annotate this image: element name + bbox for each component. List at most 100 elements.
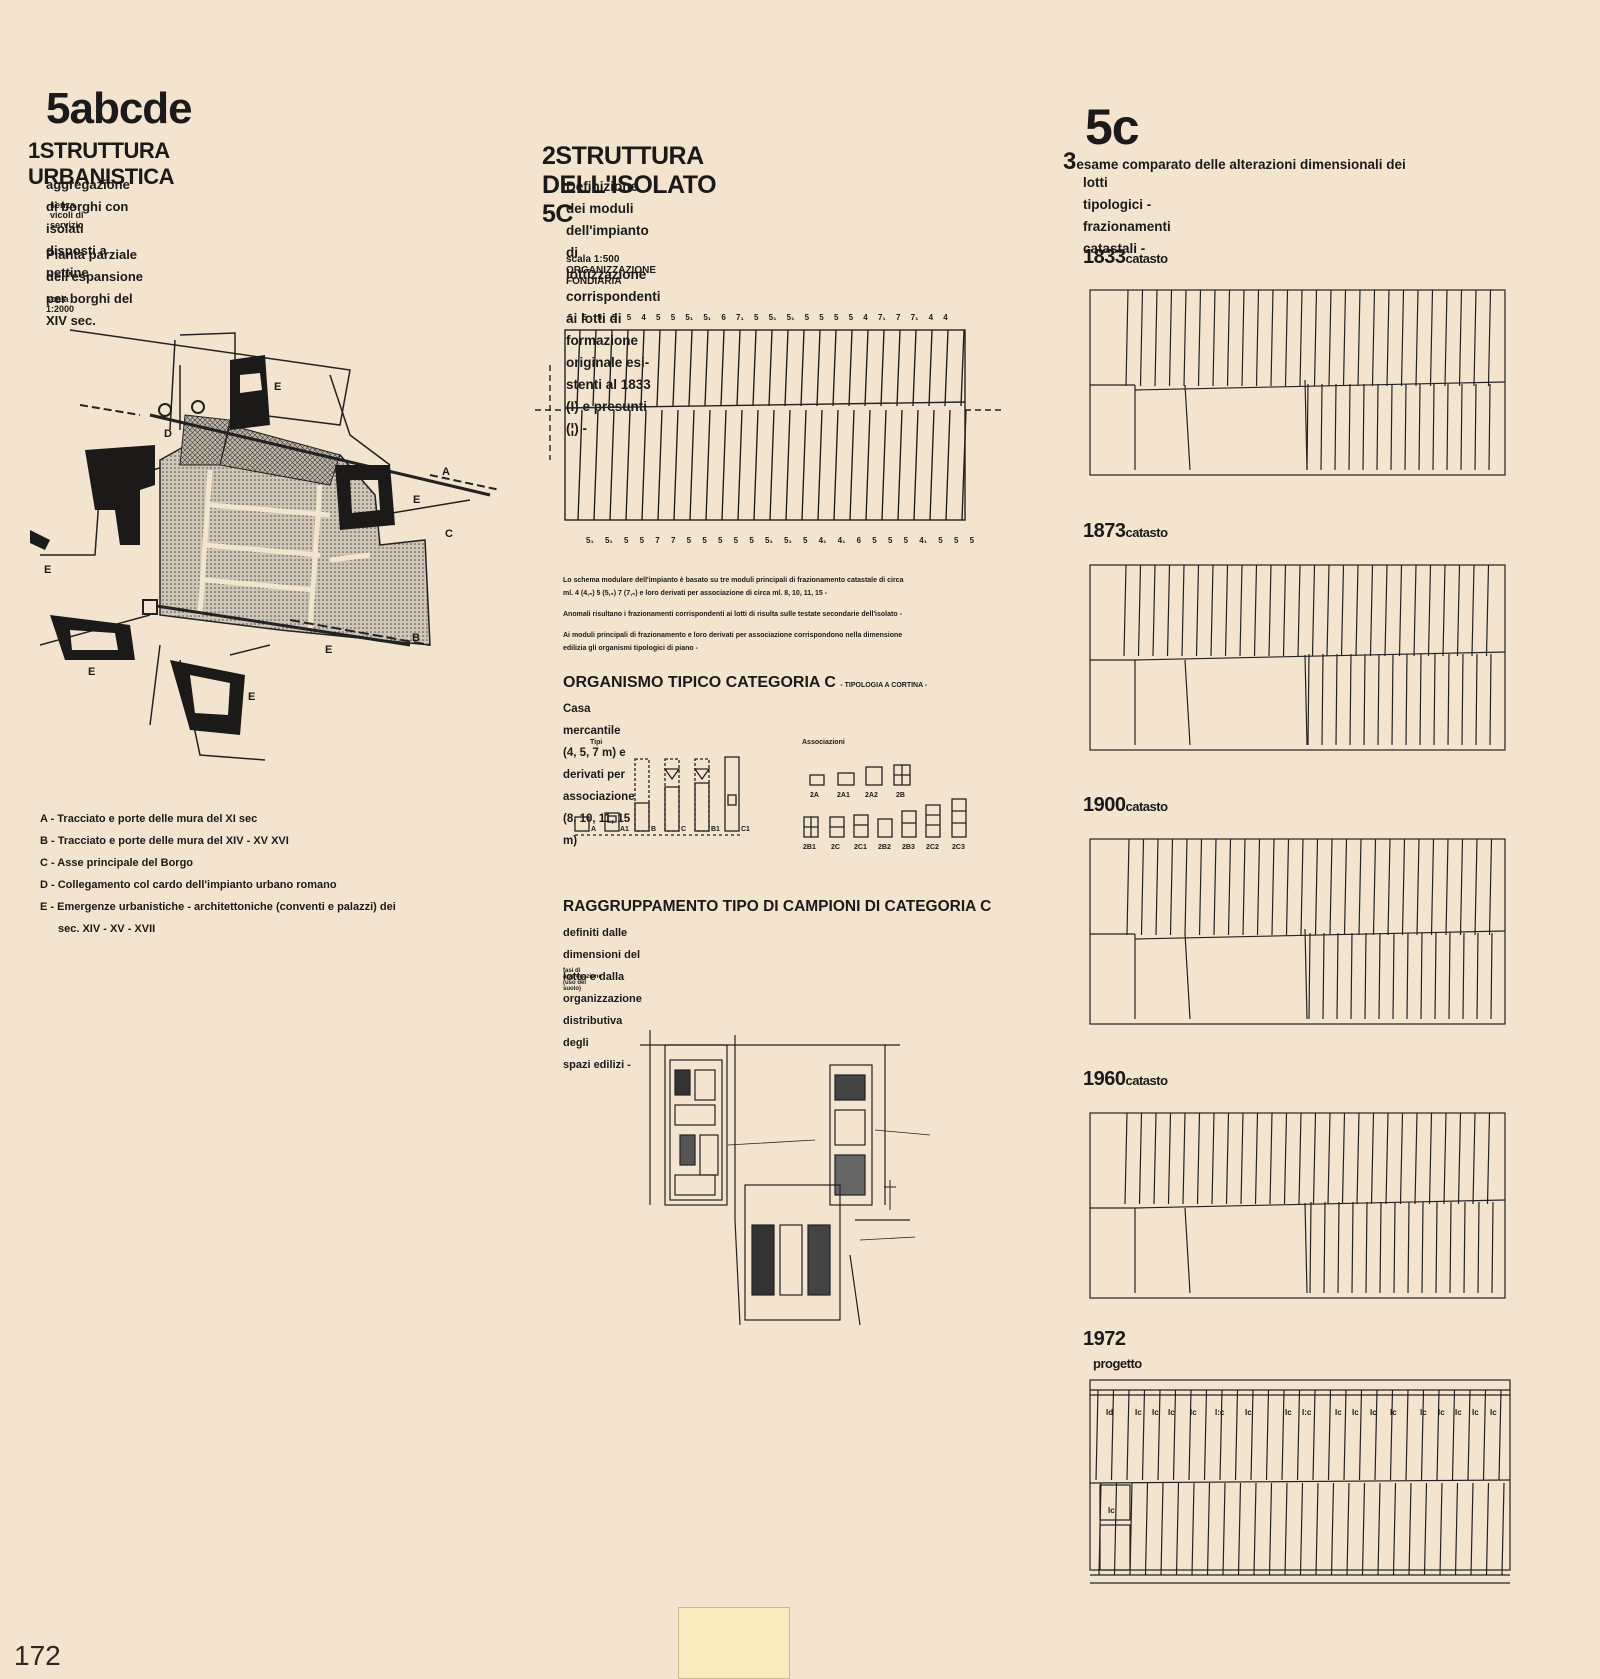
drawing-line bbox=[1240, 1112, 1244, 1205]
drawing-line bbox=[1168, 289, 1173, 387]
drawing-line bbox=[1400, 289, 1405, 387]
drawing-line bbox=[1430, 838, 1435, 936]
drawing-line bbox=[705, 409, 711, 521]
drawing-line bbox=[1222, 1482, 1226, 1576]
drawing-line bbox=[1413, 564, 1417, 657]
tipi-label: Tipi bbox=[590, 739, 603, 746]
drawing-line bbox=[564, 401, 966, 409]
drawing-line bbox=[1307, 653, 1310, 746]
drawing-line bbox=[1140, 838, 1145, 936]
drawing-line bbox=[753, 409, 759, 521]
drawing-line bbox=[1444, 289, 1448, 387]
map-label: C bbox=[445, 528, 453, 540]
tipo-label: C1 bbox=[741, 826, 750, 833]
drawing-line bbox=[1358, 1389, 1363, 1481]
drawing-line bbox=[1154, 289, 1158, 387]
lot-label: Ic bbox=[1390, 1408, 1397, 1417]
map-legend: A - Tracciato e porte delle mura del XI … bbox=[40, 808, 470, 940]
drawing-line bbox=[656, 329, 661, 407]
drawing-line bbox=[1459, 838, 1464, 936]
drawing-line bbox=[1487, 289, 1492, 387]
drawing-line bbox=[768, 329, 773, 407]
drawing-line bbox=[1322, 932, 1325, 1020]
drawing-line bbox=[1439, 1482, 1443, 1576]
drawing-line bbox=[1341, 1112, 1346, 1205]
drawing-line bbox=[1414, 1112, 1418, 1205]
drawing-line bbox=[1384, 564, 1388, 657]
drawing-line bbox=[1285, 838, 1290, 936]
drawing-line bbox=[1467, 1389, 1471, 1481]
section-code: 5c bbox=[1085, 99, 1140, 155]
drawing-line bbox=[1296, 1389, 1301, 1481]
drawing-line bbox=[1184, 933, 1191, 1020]
drawing-line bbox=[1433, 653, 1436, 746]
legend-item: E - Emergenze urbanistiche - architetton… bbox=[40, 901, 396, 913]
drawing-line bbox=[1284, 289, 1289, 387]
drawing-line bbox=[1377, 653, 1380, 746]
drawing-line bbox=[704, 329, 709, 407]
map-label: B bbox=[412, 632, 420, 644]
drawing-line bbox=[784, 329, 789, 407]
legend-item: A - Tracciato e porte delle mura del XI … bbox=[40, 813, 258, 825]
drawing-line bbox=[1340, 564, 1345, 657]
drawing-line bbox=[1283, 1112, 1288, 1205]
module-notes: Lo schema modulare dell'impianto è basat… bbox=[563, 577, 904, 652]
assoc-label: 2C3 bbox=[952, 844, 965, 851]
drawing-line bbox=[1313, 289, 1318, 387]
drawing-line bbox=[1124, 1112, 1128, 1205]
drawing-line bbox=[817, 409, 823, 521]
drawing-line bbox=[1144, 1482, 1149, 1576]
lot-label: Ic bbox=[1335, 1408, 1342, 1417]
drawing-line bbox=[1271, 838, 1275, 936]
drawing-line bbox=[1224, 564, 1229, 657]
associazioni-label: Associazioni bbox=[802, 739, 845, 746]
drawing-line bbox=[1197, 289, 1202, 387]
drawing-line bbox=[1474, 838, 1478, 936]
drawing-outline bbox=[1089, 838, 1506, 1025]
drawing-line bbox=[865, 409, 871, 521]
cadastre-1960 bbox=[1089, 1112, 1506, 1299]
drawing-line bbox=[1312, 1112, 1317, 1205]
drawing-line bbox=[832, 329, 837, 407]
drawing-line bbox=[864, 329, 869, 407]
section-heading-line2: lotti tipologici - frazionamenti catasta… bbox=[1083, 175, 1171, 256]
drawing-line bbox=[1089, 1479, 1511, 1484]
drawing-line bbox=[1419, 653, 1422, 746]
lot-label: Ic bbox=[1135, 1408, 1142, 1417]
map-label: E bbox=[110, 461, 117, 473]
drawing-line bbox=[1445, 838, 1449, 936]
drawing-line bbox=[1387, 838, 1391, 936]
drawing-line bbox=[721, 409, 727, 521]
drawing-line bbox=[1282, 564, 1287, 657]
lot-label: Ic bbox=[1420, 1408, 1427, 1417]
drawing-line bbox=[1436, 1389, 1440, 1481]
lot-label: Ic bbox=[1455, 1408, 1462, 1417]
tipo-label: A bbox=[591, 826, 596, 833]
drawing-line bbox=[1169, 838, 1174, 936]
drawing-line bbox=[1477, 1201, 1480, 1294]
drawing-line bbox=[752, 329, 757, 407]
drawing-line bbox=[880, 329, 885, 407]
subtitle-small: senza vicoli di servizio bbox=[50, 200, 84, 230]
drawing-line bbox=[1376, 383, 1379, 471]
map-label: E bbox=[413, 494, 420, 506]
cadastre-1900 bbox=[1089, 838, 1506, 1025]
drawing-line bbox=[1456, 564, 1461, 657]
drawing-line bbox=[641, 409, 647, 521]
year-1960-label: 1960catasto bbox=[1083, 1068, 1168, 1090]
drawing-line bbox=[1126, 838, 1130, 936]
paper-note bbox=[678, 1607, 790, 1679]
lot-label: Ic bbox=[1108, 1506, 1115, 1515]
drawing-line bbox=[1175, 1482, 1180, 1576]
drawing-line bbox=[1241, 289, 1245, 387]
map-label: E bbox=[274, 381, 281, 393]
drawing-line bbox=[833, 409, 839, 521]
drawing-line bbox=[1309, 1201, 1312, 1294]
drawing-line bbox=[1298, 1112, 1302, 1205]
raggruppamento-subtitle: definiti dalle dimensioni del lotto e da… bbox=[563, 927, 642, 1071]
drawing-line bbox=[576, 329, 581, 407]
drawing-line bbox=[1357, 289, 1361, 387]
drawing-line bbox=[1315, 1482, 1319, 1576]
year-1873-label: 1873catasto bbox=[1083, 520, 1168, 542]
lot-label: Ic bbox=[1352, 1408, 1359, 1417]
